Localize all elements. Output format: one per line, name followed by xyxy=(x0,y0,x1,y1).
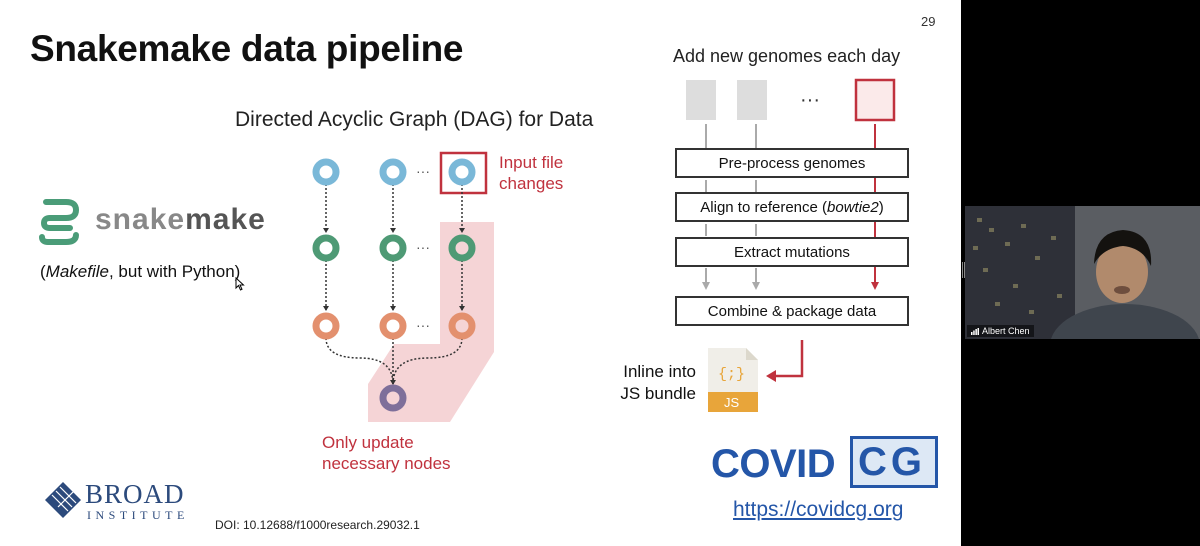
js-file-icon: {;} JS xyxy=(708,348,758,412)
dag-node-input-1 xyxy=(312,158,340,186)
pipeline-step-align: Align to reference (bowtie2) xyxy=(675,192,909,222)
dag-node-mid-2 xyxy=(379,234,407,262)
snakemake-logo-text: snakemake xyxy=(95,203,266,236)
dag-node-mid-1 xyxy=(312,234,340,262)
snakemake-logo-icon xyxy=(39,199,80,245)
participant-video-tile[interactable]: Albert Chen xyxy=(965,206,1200,339)
return-arrow-icon xyxy=(766,340,804,382)
pipeline-ellipsis: ··· xyxy=(800,89,820,111)
pipeline-step-preprocess: Pre-process genomes xyxy=(675,148,909,178)
dag-node-low-1 xyxy=(312,312,340,340)
slide-title: Snakemake data pipeline xyxy=(30,28,464,69)
participant-name: Albert Chen xyxy=(982,326,1030,336)
participant-video-feed xyxy=(965,206,1200,339)
genome-file-icon xyxy=(686,80,716,120)
dag-node-input-3 xyxy=(448,158,476,186)
broad-logo-text: BROAD xyxy=(85,479,185,509)
dag-ellipsis: ··· xyxy=(416,163,430,179)
cg-logo-box xyxy=(850,436,938,488)
panel-resize-handle[interactable] xyxy=(962,262,965,278)
svg-text:{;}: {;} xyxy=(718,366,745,383)
broad-logo-icon xyxy=(45,482,81,518)
dag-diagram: ··· ··· ··· xyxy=(312,151,494,422)
inline-bundle-label: Inline into JS bundle xyxy=(620,362,696,403)
dag-node-low-3 xyxy=(448,312,476,340)
dag-node-output xyxy=(379,384,407,412)
dag-node-mid-3 xyxy=(448,234,476,262)
dag-node-input-2 xyxy=(379,158,407,186)
input-file-label: Input file changes xyxy=(499,153,564,193)
update-nodes-label: Only update necessary nodes xyxy=(322,433,451,473)
presentation-slide: Snakemake data pipeline 29 Directed Acyc… xyxy=(0,0,961,546)
mouse-cursor-icon xyxy=(235,277,245,291)
signal-bars-icon xyxy=(971,327,979,335)
pipeline-step-combine: Combine & package data xyxy=(675,296,909,326)
covidcg-link[interactable]: https://covidcg.org xyxy=(733,498,904,521)
page-number: 29 xyxy=(921,14,936,29)
pipeline-step-extract: Extract mutations xyxy=(675,237,909,267)
changed-input-box xyxy=(439,151,488,195)
pipeline-heading: Add new genomes each day xyxy=(673,46,901,66)
dag-node-low-2 xyxy=(379,312,407,340)
participant-name-tag: Albert Chen xyxy=(967,325,1034,337)
makefile-note: (Makefile, but with Python) xyxy=(40,262,241,281)
covid-logo-text: COVID xyxy=(711,442,836,486)
doi-citation: DOI: 10.12688/f1000research.29032.1 xyxy=(215,518,420,532)
dag-ellipsis: ··· xyxy=(416,317,430,333)
broad-institute-text: INSTITUTE xyxy=(87,508,189,522)
dag-ellipsis: ··· xyxy=(416,239,430,255)
genome-file-icon xyxy=(737,80,767,120)
cg-logo-text: CG xyxy=(858,440,926,484)
new-genome-file-icon xyxy=(854,78,896,122)
svg-text:JS: JS xyxy=(724,395,740,410)
dag-title: Directed Acyclic Graph (DAG) for Data xyxy=(235,108,594,131)
